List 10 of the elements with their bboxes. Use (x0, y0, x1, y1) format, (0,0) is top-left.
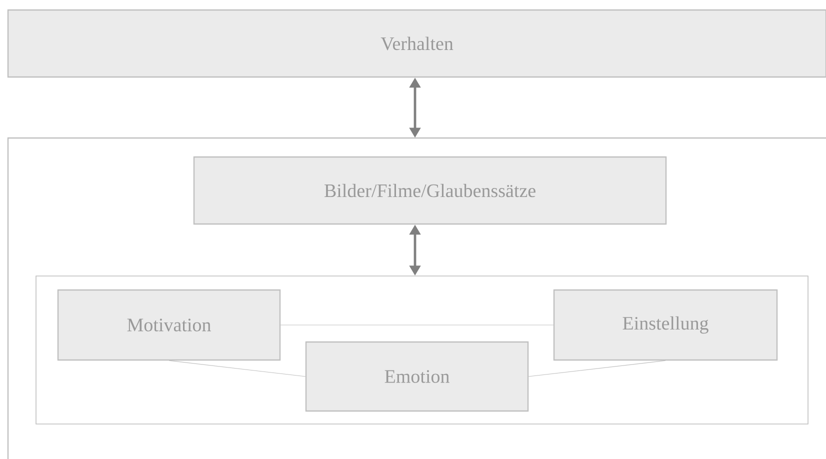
frame (36, 276, 808, 424)
text-box: Einstellung (553, 289, 778, 361)
connector-line (280, 324, 554, 326)
connector-line (528, 360, 666, 377)
text-box: Verhalten (7, 9, 826, 78)
text-box: Motivation (57, 289, 281, 361)
text-box: Bilder/Filme/Glaubenssätze (193, 156, 667, 225)
connector-line (168, 360, 306, 377)
text-box: Emotion (305, 341, 529, 412)
frame (7, 137, 826, 459)
